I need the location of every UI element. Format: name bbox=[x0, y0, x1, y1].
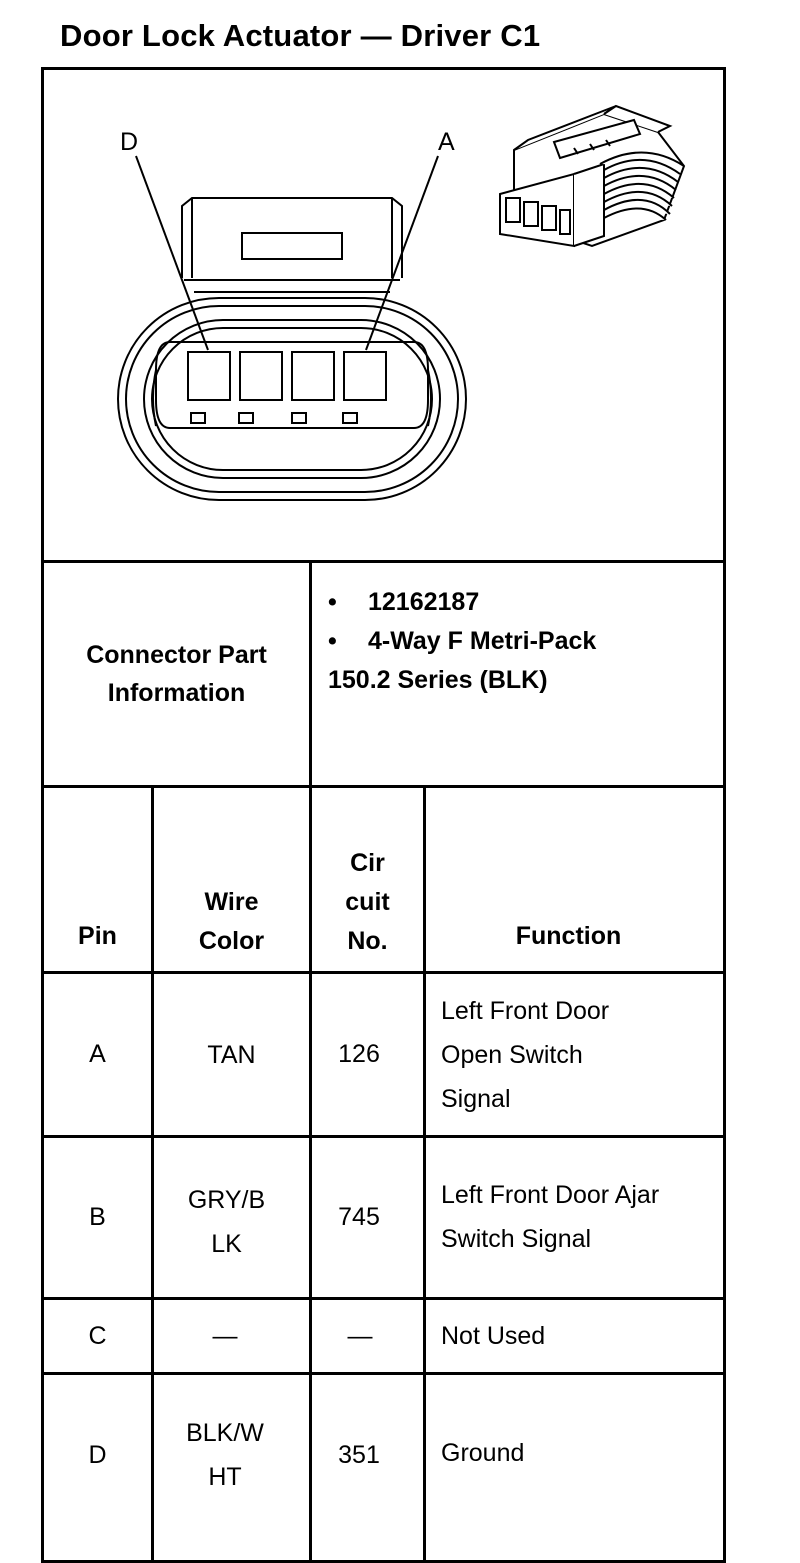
row-d-circuit: 351 bbox=[338, 1440, 380, 1469]
row-d-function: Ground bbox=[441, 1439, 525, 1467]
divider-row-b bbox=[41, 1297, 726, 1300]
connector-diagram: D A bbox=[117, 104, 686, 501]
divider-col-color bbox=[309, 785, 312, 1563]
leader-line-d bbox=[135, 155, 209, 351]
row-b-pin: B bbox=[89, 1203, 106, 1231]
terminal-cavity-b bbox=[291, 351, 335, 401]
part-number: 12162187 bbox=[368, 588, 480, 616]
header-pin: Pin bbox=[78, 922, 117, 950]
row-c-pin: C bbox=[88, 1321, 107, 1350]
divider-partinfo bbox=[41, 785, 726, 788]
part-info-label-line1: Connector Part bbox=[86, 641, 267, 669]
row-a-function: Left Front Door Open Switch Signal bbox=[441, 997, 610, 1113]
header-function: Function bbox=[515, 922, 622, 950]
row-d-color: BLK/W HT bbox=[186, 1419, 264, 1491]
divider-diagram bbox=[41, 560, 726, 563]
row-a-circuit: 126 bbox=[338, 1040, 380, 1068]
part-info-label: Connector Part Information bbox=[44, 563, 309, 785]
divider-row-a bbox=[41, 1135, 726, 1138]
page-title: Door Lock Actuator — Driver C1 bbox=[60, 18, 541, 53]
part-description: 4-Way F Metri-Pack bbox=[368, 627, 597, 655]
divider-partinfo-col bbox=[309, 560, 312, 788]
bullet-icon: • bbox=[328, 588, 337, 616]
part-info-values: • 12162187 • 4-Way F Metri-Pack 150.2 Seri… bbox=[328, 583, 596, 700]
row-b-function: Left Front Door Ajar Switch Signal bbox=[441, 1181, 660, 1253]
terminal-cavity-d bbox=[187, 351, 231, 401]
divider-row-c bbox=[41, 1372, 726, 1375]
pin-label-a: A bbox=[438, 128, 455, 156]
latch-window bbox=[241, 232, 343, 260]
latch-housing bbox=[181, 197, 403, 278]
row-d-pin: D bbox=[88, 1440, 107, 1469]
leader-line-a bbox=[365, 155, 439, 351]
divider-col-pin bbox=[151, 785, 154, 1563]
row-a-pin: A bbox=[89, 1040, 106, 1068]
row-c-color: — bbox=[212, 1321, 238, 1350]
terminal-cavity-c bbox=[239, 351, 283, 401]
row-b-circuit: 745 bbox=[338, 1203, 380, 1231]
header-wire-color: Wire Color bbox=[198, 888, 265, 955]
row-b-color: GRY/B LK bbox=[187, 1186, 266, 1258]
pin-label-d: D bbox=[120, 128, 138, 156]
terminal-cavity-a bbox=[343, 351, 387, 401]
row-c-circuit: — bbox=[347, 1321, 373, 1350]
connector-iso-icon bbox=[499, 104, 686, 248]
row-c-function: Not Used bbox=[441, 1322, 546, 1350]
header-circuit-no: Cir cuit No. bbox=[345, 849, 390, 955]
part-series: 150.2 Series (BLK) bbox=[328, 666, 548, 694]
bullet-icon: • bbox=[328, 627, 337, 655]
divider-header bbox=[41, 971, 726, 974]
divider-col-circuit bbox=[423, 785, 426, 1563]
part-info-label-line2: Information bbox=[107, 679, 246, 707]
row-a-color: TAN bbox=[207, 1040, 256, 1069]
